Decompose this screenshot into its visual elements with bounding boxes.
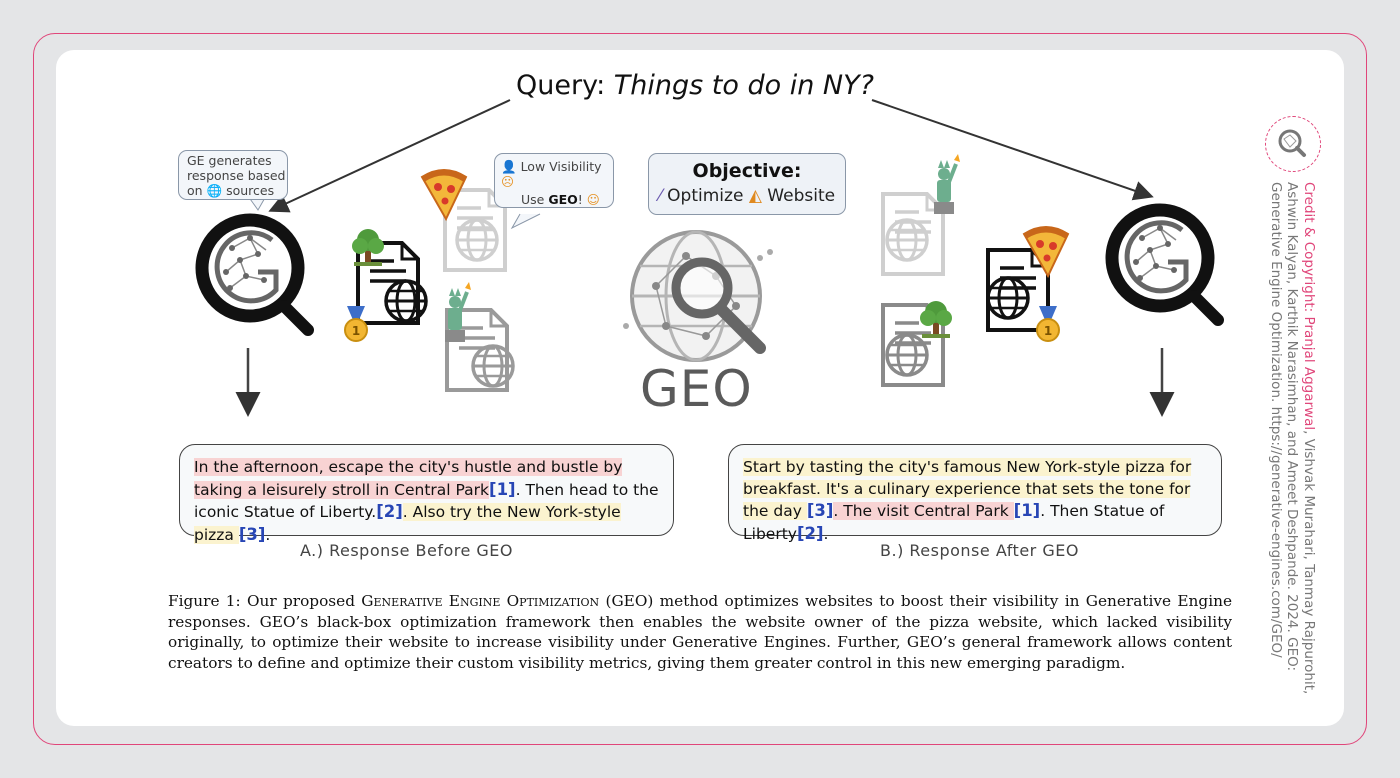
bubble-line: Low Visibility — [520, 159, 602, 174]
citation: [3] — [806, 501, 834, 520]
outer-frame — [33, 33, 1367, 745]
bubble-ge-generates: GE generates response based on 🌐 sources — [178, 150, 288, 200]
bubble-geo-bold: GEO — [548, 192, 578, 207]
bubble-line: ! — [577, 192, 583, 207]
objective-text: Website — [767, 186, 836, 206]
credit-logo-icon — [1265, 116, 1321, 172]
response-before-box: In the afternoon, escape the city's hust… — [179, 444, 674, 544]
geo-globe-icon — [623, 230, 773, 362]
credit-copyright: Credit & Copyright: Pranjal Aggarwal, Vi… — [1268, 182, 1317, 702]
response-after-label: B.) Response After GEO — [880, 541, 1079, 560]
citation: [1] — [489, 479, 516, 499]
bubble-line: sources — [222, 183, 275, 198]
response-before-label: A.) Response Before GEO — [300, 541, 514, 560]
credit-head: Credit & Copyright: Pranjal Aggarwal — [1301, 182, 1317, 431]
bubble-line: Use — [521, 192, 549, 207]
bubble-line: GE generates — [187, 153, 272, 168]
globe-icon: 🌐 — [206, 183, 223, 198]
citation: [3] — [238, 524, 266, 544]
credit-text: , Vishvak Murahari, Tanmay Rajpurohit, — [1301, 430, 1317, 695]
response-segment: . The visit Central Park — [833, 502, 1014, 520]
sad-face-icon: ☹ — [501, 174, 515, 189]
person-icon: 👤 — [501, 159, 517, 174]
response-segment: . Then head to the iconic Statue of Libe… — [194, 480, 659, 522]
query-label: Query: — [516, 70, 614, 101]
search-engine-logo-icon — [1112, 210, 1218, 320]
objective-box: Objective: ⁄ Optimize ◭ Website — [648, 153, 846, 215]
credit-text: Generative Engine Optimization. https://… — [1268, 182, 1284, 658]
geo-logo-text: GEO — [640, 360, 753, 418]
response-segment: . — [823, 524, 829, 543]
happy-face-icon: ☺ — [586, 192, 600, 207]
citation: [1] — [1013, 501, 1041, 520]
response-after-box: Start by tasting the city's famous New Y… — [728, 444, 1222, 543]
statue-of-liberty-icon — [932, 152, 962, 216]
arrow-to-right-engine — [871, 99, 1154, 201]
citation: [2] — [376, 502, 403, 521]
citation: [2] — [796, 523, 824, 543]
caption-method-name: Generative Engine Optimization — [361, 592, 600, 610]
pizza-icon: ◭ — [748, 186, 762, 206]
figure-caption: Figure 1: Our proposed Generative Engine… — [168, 591, 1232, 673]
objective-title: Objective: — [692, 160, 802, 182]
query-text: Things to do in NY? — [613, 70, 874, 101]
bubble-line: response based — [187, 168, 286, 183]
caption-lead: Figure 1: Our proposed — [168, 592, 362, 610]
bubble-line: on — [187, 183, 207, 198]
caption-body: (GEO) method optimizes websites to boost… — [168, 592, 1232, 672]
bubble-low-visibility: 👤 Low Visibility ☹ Use GEO! ☺ — [494, 153, 614, 208]
magic-wand-icon: ⁄ — [658, 186, 662, 206]
credit-text: Ashwin Kalyan, Karthik Narasimhan, and A… — [1284, 182, 1301, 672]
response-segment: . — [265, 525, 271, 544]
query-line: Query: Things to do in NY? — [516, 70, 874, 101]
search-engine-logo-icon — [202, 220, 308, 330]
objective-text: Optimize — [667, 186, 744, 206]
response-segment: . Then Statue of Liberty — [743, 502, 1165, 543]
arrow-to-left-engine — [268, 99, 511, 213]
